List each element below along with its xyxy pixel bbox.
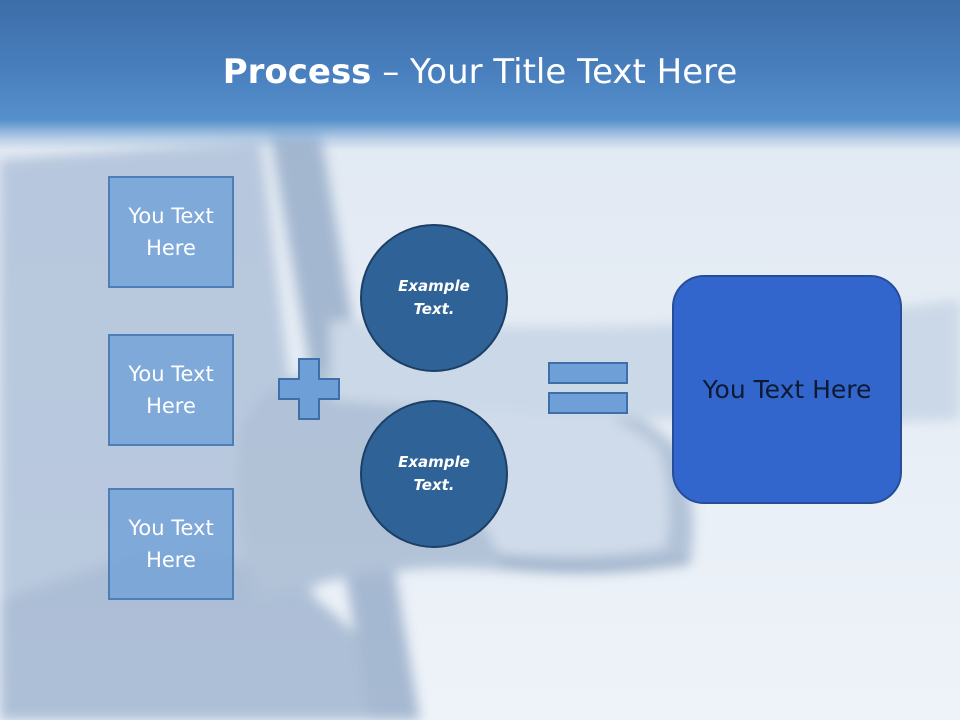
title-bold: Process [222, 52, 372, 92]
input-box-label: You Text Here [128, 204, 214, 260]
slide-title[interactable]: Process – Your Title Text Here [0, 52, 960, 92]
input-box-1[interactable]: You Text Here [108, 176, 234, 288]
result-box[interactable]: You Text Here [672, 275, 902, 504]
title-bar [0, 0, 960, 150]
input-box-label: You Text Here [128, 362, 214, 418]
input-box-2[interactable]: You Text Here [108, 334, 234, 446]
example-circle-1[interactable]: Example Text. [360, 224, 508, 372]
example-circle-2[interactable]: Example Text. [360, 400, 508, 548]
circle-label: Example Text. [398, 453, 470, 494]
input-box-3[interactable]: You Text Here [108, 488, 234, 600]
circle-label: Example Text. [398, 277, 470, 318]
input-box-label: You Text Here [128, 516, 214, 572]
equals-icon[interactable] [548, 362, 628, 414]
result-label: You Text Here [702, 375, 872, 404]
title-rest: – Your Title Text Here [371, 52, 738, 92]
plus-icon[interactable] [278, 358, 340, 420]
